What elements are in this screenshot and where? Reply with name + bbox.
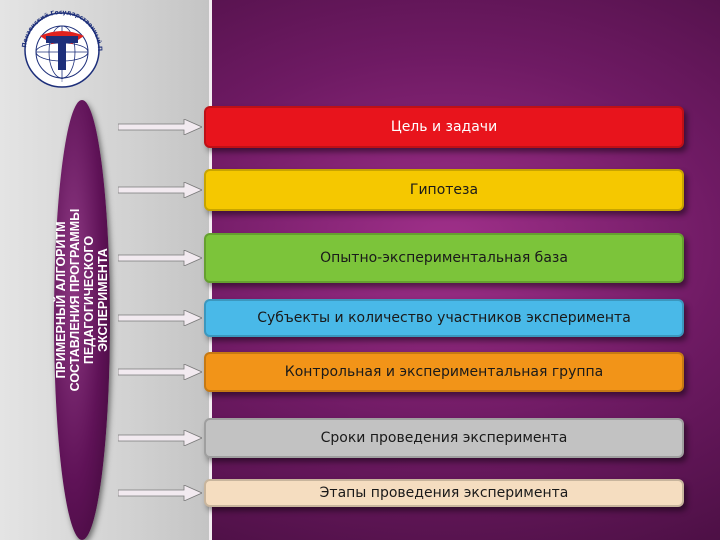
step-arrow [118,119,202,135]
algorithm-oval [54,100,110,540]
step-box: Гипотеза [204,169,684,211]
step-label: Субъекты и количество участников экспери… [257,310,631,326]
step-arrow [118,182,202,198]
step-box: Опытно-экспериментальная база [204,233,684,283]
step-box: Этапы проведения эксперимента [204,479,684,507]
logo-letter: Т [60,78,64,84]
algorithm-title: ПРИМЕРНЫЙ АЛГОРИТМ СОСТАВЛЕНИЯ ПРОГРАММЫ… [54,90,110,510]
university-logo: Пензенский Государственный Педагогически… [12,6,103,88]
algorithm-title-line: СОСТАВЛЕНИЯ ПРОГРАММЫ [68,208,82,392]
step-label: Этапы проведения эксперимента [319,485,569,501]
step-box: Цель и задачи [204,106,684,148]
step-arrow [118,250,202,266]
step-label: Гипотеза [409,182,479,198]
step-box: Субъекты и количество участников экспери… [204,299,684,337]
step-label: Опытно-экспериментальная база [320,250,568,266]
step-arrow [118,430,202,446]
step-label: Цель и задачи [390,119,498,135]
step-box: Контрольная и экспериментальная группа [204,352,684,392]
step-label: Контрольная и экспериментальная группа [284,364,604,380]
algorithm-title-line: ПЕДАГОГИЧЕСКОГО [82,235,96,365]
step-label: Сроки проведения эксперимента [320,430,568,446]
step-box: Сроки проведения эксперимента [204,418,684,458]
step-arrow [118,310,202,326]
step-arrow [118,364,202,380]
algorithm-title-line: ЭКСПЕРИМЕНТА [96,248,110,352]
step-arrow [118,485,202,501]
algorithm-title-line: ПРИМЕРНЫЙ АЛГОРИТМ [54,221,68,379]
